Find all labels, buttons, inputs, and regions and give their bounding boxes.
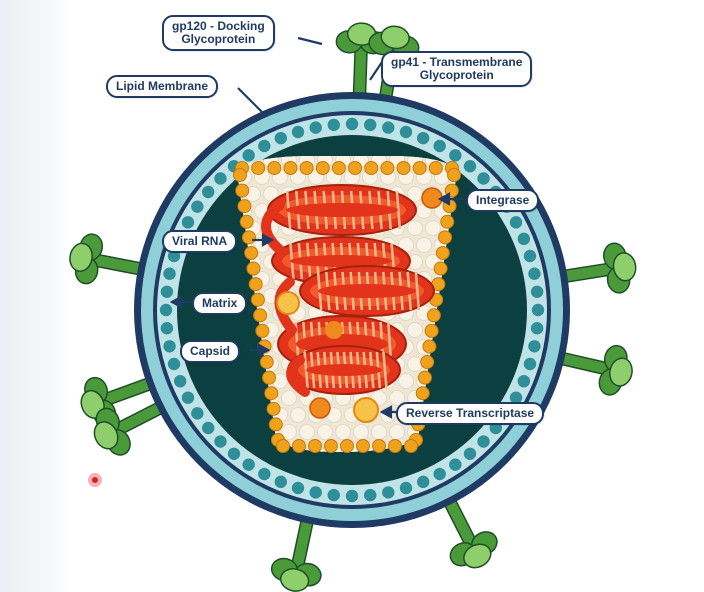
matrix-dot xyxy=(523,249,537,263)
matrix-dot xyxy=(274,131,288,145)
spike-icon xyxy=(69,233,152,285)
matrix-dot xyxy=(309,121,322,134)
matrix-dot xyxy=(449,458,462,471)
matrix-dot xyxy=(214,435,227,448)
matrix-dot xyxy=(416,475,430,489)
matrix-dot xyxy=(160,322,174,335)
matrix-dot xyxy=(463,160,477,173)
capsid-rim-dots xyxy=(233,161,461,453)
matrix-dot xyxy=(528,340,541,353)
matrix-dot xyxy=(242,458,255,471)
matrix-dot xyxy=(364,118,377,132)
gp120-label-line1: gp120 - Docking xyxy=(172,19,265,33)
matrix-dot xyxy=(191,200,204,213)
spike-icon xyxy=(440,490,498,569)
matrix-dot xyxy=(382,121,395,134)
rna-coil xyxy=(299,265,435,317)
matrix-dot xyxy=(433,467,446,481)
matrix-dot xyxy=(530,322,544,335)
matrix-dot xyxy=(345,489,359,503)
integrase-label: Integrase xyxy=(466,189,540,212)
gp120-label: gp120 - Docking Glycoprotein xyxy=(162,15,275,51)
spike-icon xyxy=(270,509,322,592)
matrix-dot xyxy=(463,447,477,460)
gp41-label-line1: gp41 - Transmembrane xyxy=(391,55,523,69)
matrix-dot xyxy=(530,285,544,298)
matrix-dot xyxy=(159,303,173,317)
matrix-dot xyxy=(160,285,174,298)
matrix-dot xyxy=(528,267,541,280)
left-panel-shadow xyxy=(0,0,70,592)
matrix-dot xyxy=(291,481,305,495)
matrix-dot xyxy=(364,488,377,502)
matrix-dot xyxy=(181,216,195,229)
matrix-dot xyxy=(517,374,531,388)
matrix-label: Matrix xyxy=(192,292,248,315)
matrix-dot xyxy=(173,374,187,388)
viral-rna-strand xyxy=(261,184,435,397)
matrix-dot xyxy=(509,216,523,229)
matrix-dot xyxy=(242,149,255,162)
spike-icon xyxy=(93,398,172,456)
lipid-membrane-label: Lipid Membrane xyxy=(106,75,219,98)
matrix-dot xyxy=(523,357,537,371)
gp120-label-line2: Glycoprotein xyxy=(181,32,256,46)
spike-icon xyxy=(553,242,637,294)
gp41-label: gp41 - Transmembrane Glycoprotein xyxy=(381,51,533,87)
matrix-dot xyxy=(291,125,305,139)
matrix-dot xyxy=(382,486,395,499)
matrix-dot xyxy=(509,391,523,404)
rna-coil xyxy=(267,184,417,236)
matrix-dot xyxy=(309,486,322,499)
matrix-dot xyxy=(416,131,430,145)
matrix-dot xyxy=(327,118,340,132)
matrix-dot xyxy=(202,421,215,435)
reverse-transcriptase-label: Reverse Transcriptase xyxy=(396,402,545,425)
reverse-transcriptase-enzyme xyxy=(309,397,379,423)
glycoprotein-spikes xyxy=(69,22,637,592)
rna-coil xyxy=(287,345,401,395)
matrix-dot xyxy=(202,185,215,199)
viral-rna-label: Viral RNA xyxy=(162,230,238,253)
matrix-dot xyxy=(531,303,545,317)
matrix-dot xyxy=(517,232,531,246)
matrix-dot xyxy=(163,267,176,280)
integrase-enzyme xyxy=(421,187,443,209)
matrix-dot xyxy=(433,139,446,153)
matrix-dot xyxy=(477,172,490,185)
matrix-dot xyxy=(214,172,227,185)
matrix-dot xyxy=(258,139,271,153)
cursor-dot-icon xyxy=(88,473,102,487)
matrix-dot xyxy=(327,488,340,502)
matrix-dot xyxy=(181,391,195,404)
gp41-label-line2: Glycoprotein xyxy=(419,68,494,82)
matrix-dot xyxy=(227,447,241,460)
matrix-dot xyxy=(477,435,490,448)
matrix-enzyme xyxy=(276,291,300,315)
matrix-dot xyxy=(163,340,176,353)
matrix-dot xyxy=(191,407,204,420)
matrix-dot xyxy=(345,117,359,131)
capsid-orange-dot xyxy=(325,321,343,339)
matrix-dot xyxy=(258,467,271,481)
matrix-dot xyxy=(167,357,181,371)
matrix-dot xyxy=(449,149,462,162)
matrix-dot xyxy=(399,125,413,139)
capsid-label: Capsid xyxy=(180,340,241,363)
matrix-dot xyxy=(274,475,288,489)
matrix-dot xyxy=(399,481,413,495)
